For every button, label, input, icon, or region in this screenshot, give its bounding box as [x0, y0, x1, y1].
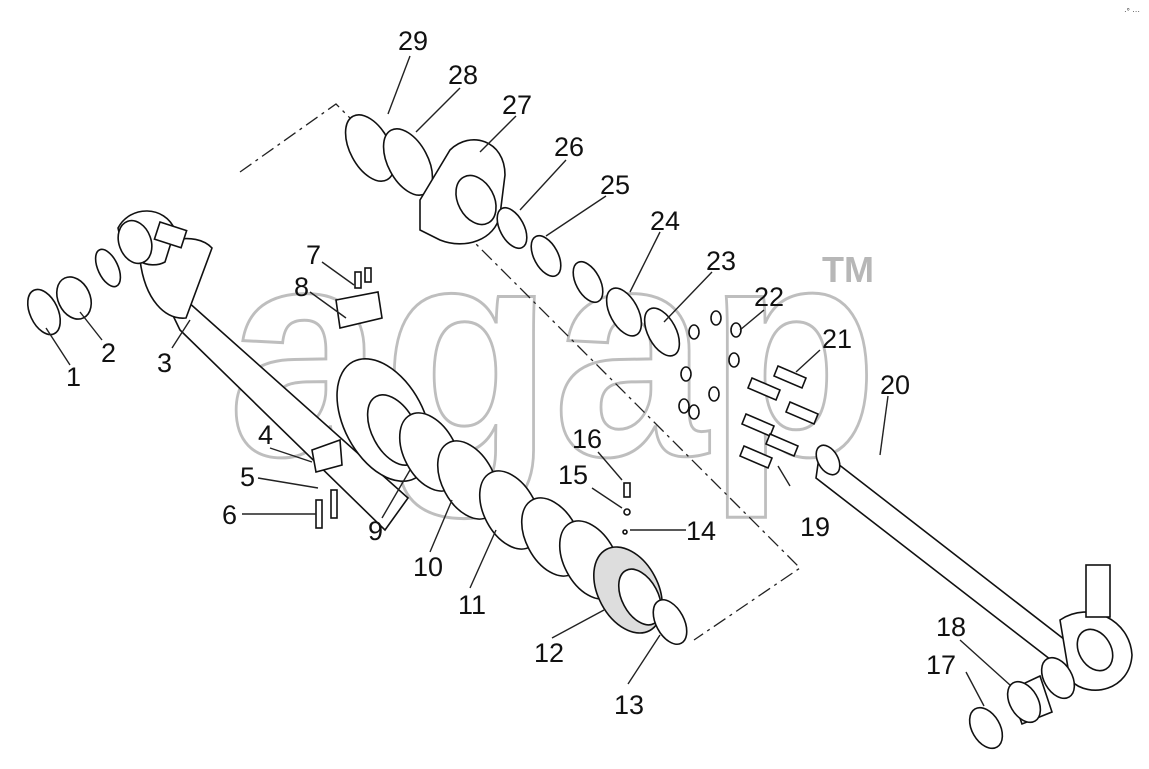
rod-seals — [605, 287, 681, 357]
callout-27: 27 — [502, 90, 532, 120]
callout-29: 29 — [398, 26, 428, 56]
callout-7: 7 — [306, 240, 321, 270]
rod-end-bushings — [968, 656, 1076, 750]
callout-4: 4 — [258, 420, 273, 450]
callout-19: 19 — [800, 512, 830, 542]
bolts — [738, 364, 820, 470]
callout-18: 18 — [936, 612, 966, 642]
leader-lines — [45, 55, 1011, 707]
callout-8: 8 — [294, 272, 309, 302]
callout-6: 6 — [222, 500, 237, 530]
callout-2: 2 — [101, 338, 116, 368]
piston-seals — [398, 412, 688, 645]
callout-28: 28 — [448, 60, 478, 90]
corner-mark: ·° ··· — [1124, 7, 1140, 16]
callout-11: 11 — [458, 590, 486, 620]
callout-24: 24 — [650, 206, 680, 236]
callout-21: 21 — [822, 324, 852, 354]
callout-9: 9 — [368, 516, 383, 546]
callout-labels: 1 2 3 4 5 6 7 8 9 10 11 12 13 14 15 16 1… — [66, 26, 966, 720]
callout-25: 25 — [600, 170, 630, 200]
cylinder-barrel — [117, 210, 410, 532]
callout-22: 22 — [754, 282, 784, 312]
assembly-outline — [239, 103, 802, 641]
end-rings-left — [26, 248, 122, 336]
bracket-parts — [311, 267, 383, 529]
piston-rod — [815, 444, 1133, 691]
callout-20: 20 — [880, 370, 910, 400]
callout-3: 3 — [157, 348, 172, 378]
callout-5: 5 — [240, 462, 255, 492]
watermark-trademark: TM — [822, 249, 874, 290]
callout-16: 16 — [572, 424, 602, 454]
callout-10: 10 — [413, 552, 443, 582]
callout-23: 23 — [706, 246, 736, 276]
cylinder-head-parts — [344, 114, 604, 304]
callout-15: 15 — [558, 460, 588, 490]
callout-17: 17 — [926, 650, 956, 680]
callout-26: 26 — [554, 132, 584, 162]
washers — [678, 310, 742, 420]
callout-1: 1 — [66, 362, 81, 392]
callout-13: 13 — [614, 690, 644, 720]
callout-14: 14 — [686, 516, 716, 546]
callout-12: 12 — [534, 638, 564, 668]
